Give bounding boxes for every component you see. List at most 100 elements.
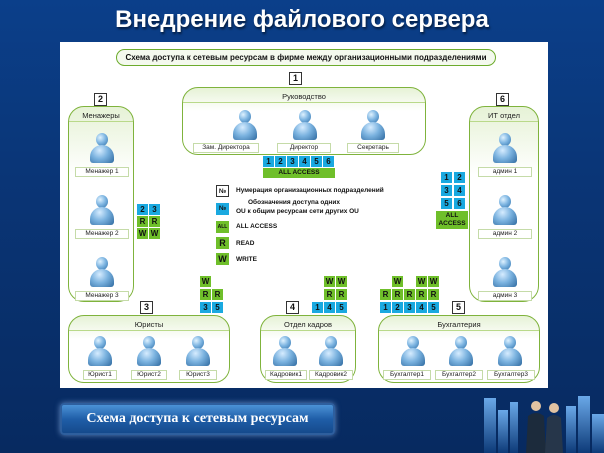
- person-icon: [273, 336, 297, 366]
- access-right-cell: R: [137, 216, 148, 227]
- access-ou-cell: 1: [312, 302, 323, 313]
- member-caption: Юрист2: [131, 370, 167, 380]
- legend-write-symbol: W: [216, 253, 229, 265]
- unit-number-1: 1: [289, 72, 302, 85]
- member-caption: Зам. Директора: [193, 143, 259, 153]
- unit-management: Руководство Зам. Директора Директор Секр…: [182, 87, 426, 155]
- unit-number-3: 3: [140, 301, 153, 314]
- unit-accounting: Бухгалтерия Бухгалтер1 Бухгалтер2 Бухгал…: [378, 315, 540, 383]
- unit-title: Юристы: [69, 319, 229, 331]
- member-caption: Юрист1: [83, 370, 117, 380]
- person-icon: [88, 336, 112, 366]
- access-right-cell: R: [200, 289, 211, 300]
- member-caption: Кадровик1: [265, 370, 307, 380]
- access-ou-cell: 4: [454, 185, 465, 196]
- access-ou-cell: 3: [287, 156, 298, 167]
- member-caption: Секретарь: [347, 143, 399, 153]
- access-ou-cell: 6: [454, 198, 465, 209]
- access-ou-cell: 1: [441, 172, 452, 183]
- access-ou-cell: 4: [324, 302, 335, 313]
- access-right-cell: R: [392, 289, 403, 300]
- legend-read-text: READ: [236, 240, 255, 247]
- access-right-cell: R: [416, 289, 427, 300]
- access-right-cell: W: [336, 276, 347, 287]
- member-caption: Директор: [277, 143, 331, 153]
- unit-it-department: ИТ отдел админ 1 админ 2 админ 3: [469, 106, 539, 302]
- person-icon: [293, 110, 317, 140]
- access-right-cell: W: [137, 228, 148, 239]
- member-caption: админ 3: [478, 291, 532, 301]
- legend-all-text: ALL ACCESS: [236, 223, 278, 230]
- unit-number-6: 6: [496, 93, 509, 106]
- person-icon: [449, 336, 473, 366]
- access-ou-cell: 2: [392, 302, 403, 313]
- access-right-cell: R: [380, 289, 391, 300]
- person-icon: [493, 257, 517, 287]
- access-right-cell: W: [324, 276, 335, 287]
- unit-title: Отдел кадров: [261, 319, 355, 331]
- access-ou-cell: 3: [200, 302, 211, 313]
- member-caption: Бухгалтер2: [435, 370, 483, 380]
- access-right-cell: W: [149, 228, 160, 239]
- person-icon: [233, 110, 257, 140]
- member-caption: Менажер 1: [75, 167, 129, 177]
- access-ou-cell: 2: [137, 204, 148, 215]
- access-scheme-button[interactable]: Схема доступа к сетевым ресурсам: [60, 403, 335, 435]
- unit-title: Бухгалтерия: [379, 319, 539, 331]
- access-ou-cell: 5: [428, 302, 439, 313]
- access-ou-cell: 1: [380, 302, 391, 313]
- member-caption: админ 2: [478, 229, 532, 239]
- access-ou-cell: 2: [454, 172, 465, 183]
- person-icon: [493, 133, 517, 163]
- legend-read-symbol: R: [216, 237, 229, 249]
- person-icon: [90, 133, 114, 163]
- member-caption: Бухгалтер3: [487, 370, 535, 380]
- access-right-cell: R: [336, 289, 347, 300]
- person-icon: [90, 257, 114, 287]
- access-ou-cell: 2: [275, 156, 286, 167]
- all-access-badge: ALL ACCESS: [263, 168, 335, 178]
- legend-all-symbol: ALL: [216, 221, 229, 233]
- access-right-cell: W: [392, 276, 403, 287]
- access-ou-cell: 6: [323, 156, 334, 167]
- person-icon: [90, 195, 114, 225]
- access-ou-cell: 3: [149, 204, 160, 215]
- unit-number-2: 2: [94, 93, 107, 106]
- person-icon: [319, 336, 343, 366]
- unit-title: Руководство: [183, 91, 425, 103]
- person-icon: [498, 336, 522, 366]
- legend-write-text: WRITE: [236, 256, 257, 263]
- access-ou-cell: 3: [404, 302, 415, 313]
- member-caption: Менажер 3: [75, 291, 129, 301]
- unit-title: ИТ отдел: [470, 110, 538, 122]
- member-caption: Юрист3: [179, 370, 217, 380]
- unit-title: Менажеры: [69, 110, 133, 122]
- member-caption: Кадровик2: [309, 370, 353, 380]
- access-right-cell: W: [200, 276, 211, 287]
- access-ou-cell: 5: [336, 302, 347, 313]
- legend-num-text: Нумерация организационных подразделений: [236, 187, 384, 194]
- member-caption: Менажер 2: [75, 229, 129, 239]
- access-right-cell: R: [428, 289, 439, 300]
- legend-num-symbol: №: [216, 185, 229, 197]
- access-right-cell: R: [149, 216, 160, 227]
- access-right-cell: R: [324, 289, 335, 300]
- access-ou-cell: 1: [263, 156, 274, 167]
- person-icon: [401, 336, 425, 366]
- unit-hr-department: Отдел кадров Кадровик1 Кадровик2: [260, 315, 356, 383]
- unit-lawyers: Юристы Юрист1 Юрист2 Юрист3: [68, 315, 230, 383]
- access-ou-cell: 4: [299, 156, 310, 167]
- access-right-cell: R: [404, 289, 415, 300]
- member-caption: Бухгалтер1: [383, 370, 431, 380]
- person-icon: [137, 336, 161, 366]
- all-access-badge: ALL ACCESS: [436, 211, 468, 229]
- access-diagram: Схема доступа к сетевым ресурсам в фирме…: [60, 42, 548, 388]
- access-ou-cell: 5: [311, 156, 322, 167]
- legend-access-symbol: №: [216, 203, 229, 215]
- access-ou-cell: 5: [441, 198, 452, 209]
- city-skyline-icon: [484, 396, 604, 453]
- slide-title: Внедрение файлового сервера: [115, 6, 489, 33]
- member-caption: админ 1: [478, 167, 532, 177]
- person-icon: [186, 336, 210, 366]
- unit-number-5: 5: [452, 301, 465, 314]
